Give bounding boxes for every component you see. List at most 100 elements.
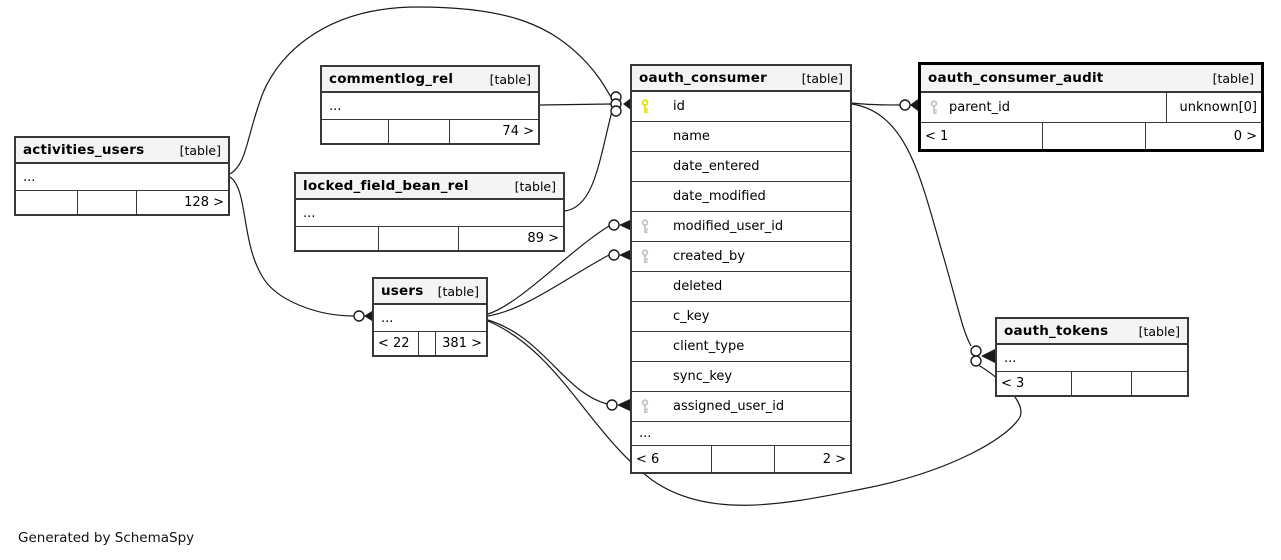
crow-arrow-icon	[619, 250, 630, 260]
relationship-line-users--oauth_consumer-modified_user_id	[487, 225, 610, 315]
column-row-client_type: client_type	[632, 332, 850, 362]
table-name[interactable]: oauth_consumer	[639, 70, 768, 86]
cardinality-circle-icon	[353, 310, 365, 322]
degree-cell: < 22	[374, 332, 419, 355]
key-icon-slot	[640, 99, 653, 114]
column-row-ellipsis: ...	[632, 422, 850, 446]
table-oauth_consumer_audit[interactable]: oauth_consumer_audit [table] parent_id unkn…	[918, 62, 1264, 152]
key-icon-slot	[640, 399, 653, 414]
table-header-activities_users[interactable]: activities_users [table]	[16, 138, 228, 164]
generated-by-note: Generated by SchemaSpy	[18, 530, 195, 546]
degree-cell	[296, 227, 379, 250]
degree-cell: 128 >	[184, 195, 224, 210]
foreign-key-icon	[641, 219, 649, 234]
table-header-oauth_consumer[interactable]: oauth_consumer [table]	[632, 66, 850, 92]
column-row-ellipsis: ...	[16, 164, 228, 191]
table-header-locked_field_bean_rel[interactable]: locked_field_bean_rel [table]	[296, 174, 563, 200]
column-row-date_modified: date_modified	[632, 182, 850, 212]
degree-cell	[78, 191, 137, 214]
degree-cell: < 3	[997, 372, 1072, 395]
table-oauth_tokens[interactable]: oauth_tokens[table]... < 3	[995, 317, 1189, 397]
column-label: ...	[1004, 350, 1017, 366]
column-row-deleted: deleted	[632, 272, 850, 302]
column-label: created_by	[673, 249, 745, 264]
key-icon-slot	[640, 219, 653, 234]
column-row-parent_id: parent_id unknown[0]	[921, 93, 1261, 123]
degree-cell: 74 >	[502, 124, 534, 139]
table-name[interactable]: locked_field_bean_rel	[303, 178, 469, 194]
degree-cell: 0 >	[1233, 128, 1257, 144]
column-label: ...	[329, 98, 342, 114]
column-label: ...	[303, 205, 316, 221]
column-label: ...	[381, 310, 394, 326]
column-label: id	[673, 99, 685, 114]
table-tag: [table]	[179, 142, 221, 158]
column-row-name: name	[632, 122, 850, 152]
cardinality-circle-icon	[606, 399, 618, 411]
table-tag: [table]	[801, 70, 843, 86]
table-tag: [table]	[1212, 70, 1254, 86]
foreign-key-icon	[641, 249, 649, 264]
column-row-date_entered: date_entered	[632, 152, 850, 182]
table-users[interactable]: users[table]... < 22 381 >	[372, 277, 488, 357]
column-row-assigned_user_id: assigned_user_id	[632, 392, 850, 422]
primary-key-icon	[641, 99, 649, 114]
foreign-key-icon	[930, 100, 938, 115]
column-row-ellipsis: ...	[374, 305, 486, 332]
column-type: unknown[0]	[1166, 93, 1261, 122]
table-header-oauth_tokens[interactable]: oauth_tokens[table]	[997, 319, 1187, 345]
table-degree-footer: < 22 381 >	[374, 332, 486, 355]
column-row-id: id	[632, 92, 850, 122]
relationship-line-users--oauth_tokens	[487, 320, 1022, 506]
degree-cell: 381 >	[442, 336, 482, 351]
crow-arrow-icon	[617, 399, 630, 411]
column-label: client_type	[673, 339, 745, 354]
table-activities_users[interactable]: activities_users [table]... 128 >	[14, 136, 230, 216]
column-label: c_key	[673, 309, 710, 324]
table-header-users[interactable]: users[table]	[374, 279, 486, 305]
relationship-line-commentlog_rel--oauth_consumer-id	[539, 103, 612, 106]
column-label: deleted	[673, 279, 723, 294]
table-degree-footer: < 1 0 >	[921, 123, 1261, 149]
table-header-oauth_consumer_audit[interactable]: oauth_consumer_audit [table]	[921, 65, 1261, 93]
cardinality-circle-icon	[610, 105, 622, 117]
relationship-line-oauth_consumer-id--oauth_consumer_audit-parent_id	[851, 102, 901, 106]
table-header-commentlog_rel[interactable]: commentlog_rel [table]	[322, 67, 538, 93]
cardinality-circle-icon	[899, 99, 911, 111]
relationship-line-activities_users--oauth_consumer-id	[229, 6, 612, 175]
cardinality-circle-icon	[608, 219, 620, 231]
column-row-sync_key: sync_key	[632, 362, 850, 392]
degree-cell: < 1	[921, 123, 1043, 149]
table-name[interactable]: oauth_tokens	[1004, 323, 1109, 339]
key-icon-slot	[640, 249, 653, 264]
cardinality-circle-icon	[608, 249, 620, 261]
column-label: name	[673, 129, 710, 144]
relationship-line-users--oauth_consumer-created_by	[487, 254, 610, 317]
table-tag: [table]	[489, 71, 531, 87]
column-label: date_entered	[673, 159, 760, 174]
table-name[interactable]: users	[381, 283, 424, 299]
column-label: parent_id	[949, 100, 1010, 115]
table-name[interactable]: oauth_consumer_audit	[928, 70, 1104, 86]
table-commentlog_rel[interactable]: commentlog_rel [table]... 74 >	[320, 65, 540, 145]
column-label: date_modified	[673, 189, 766, 204]
column-row-ellipsis: ...	[997, 345, 1187, 372]
table-name[interactable]: commentlog_rel	[329, 71, 454, 87]
table-degree-footer: 128 >	[16, 191, 228, 214]
table-name[interactable]: activities_users	[23, 142, 145, 158]
table-tag: [table]	[514, 178, 556, 194]
relationship-markers	[353, 91, 995, 411]
degree-cell	[379, 227, 459, 250]
degree-cell	[712, 446, 775, 472]
degree-cell	[419, 332, 436, 355]
key-icon-slot	[929, 100, 942, 115]
relationship-line-activities_users--users	[229, 176, 355, 317]
degree-cell: 89 >	[527, 231, 559, 246]
table-degree-footer: 89 >	[296, 227, 563, 250]
relationship-line-oauth_consumer-id--oauth_tokens	[851, 103, 972, 347]
table-locked_field_bean_rel[interactable]: locked_field_bean_rel [table]... 89 >	[294, 172, 565, 252]
degree-cell: 2 >	[822, 451, 846, 467]
degree-cell	[1072, 372, 1132, 395]
relationship-line-locked_field_bean_rel--oauth_consumer-id	[564, 110, 613, 212]
